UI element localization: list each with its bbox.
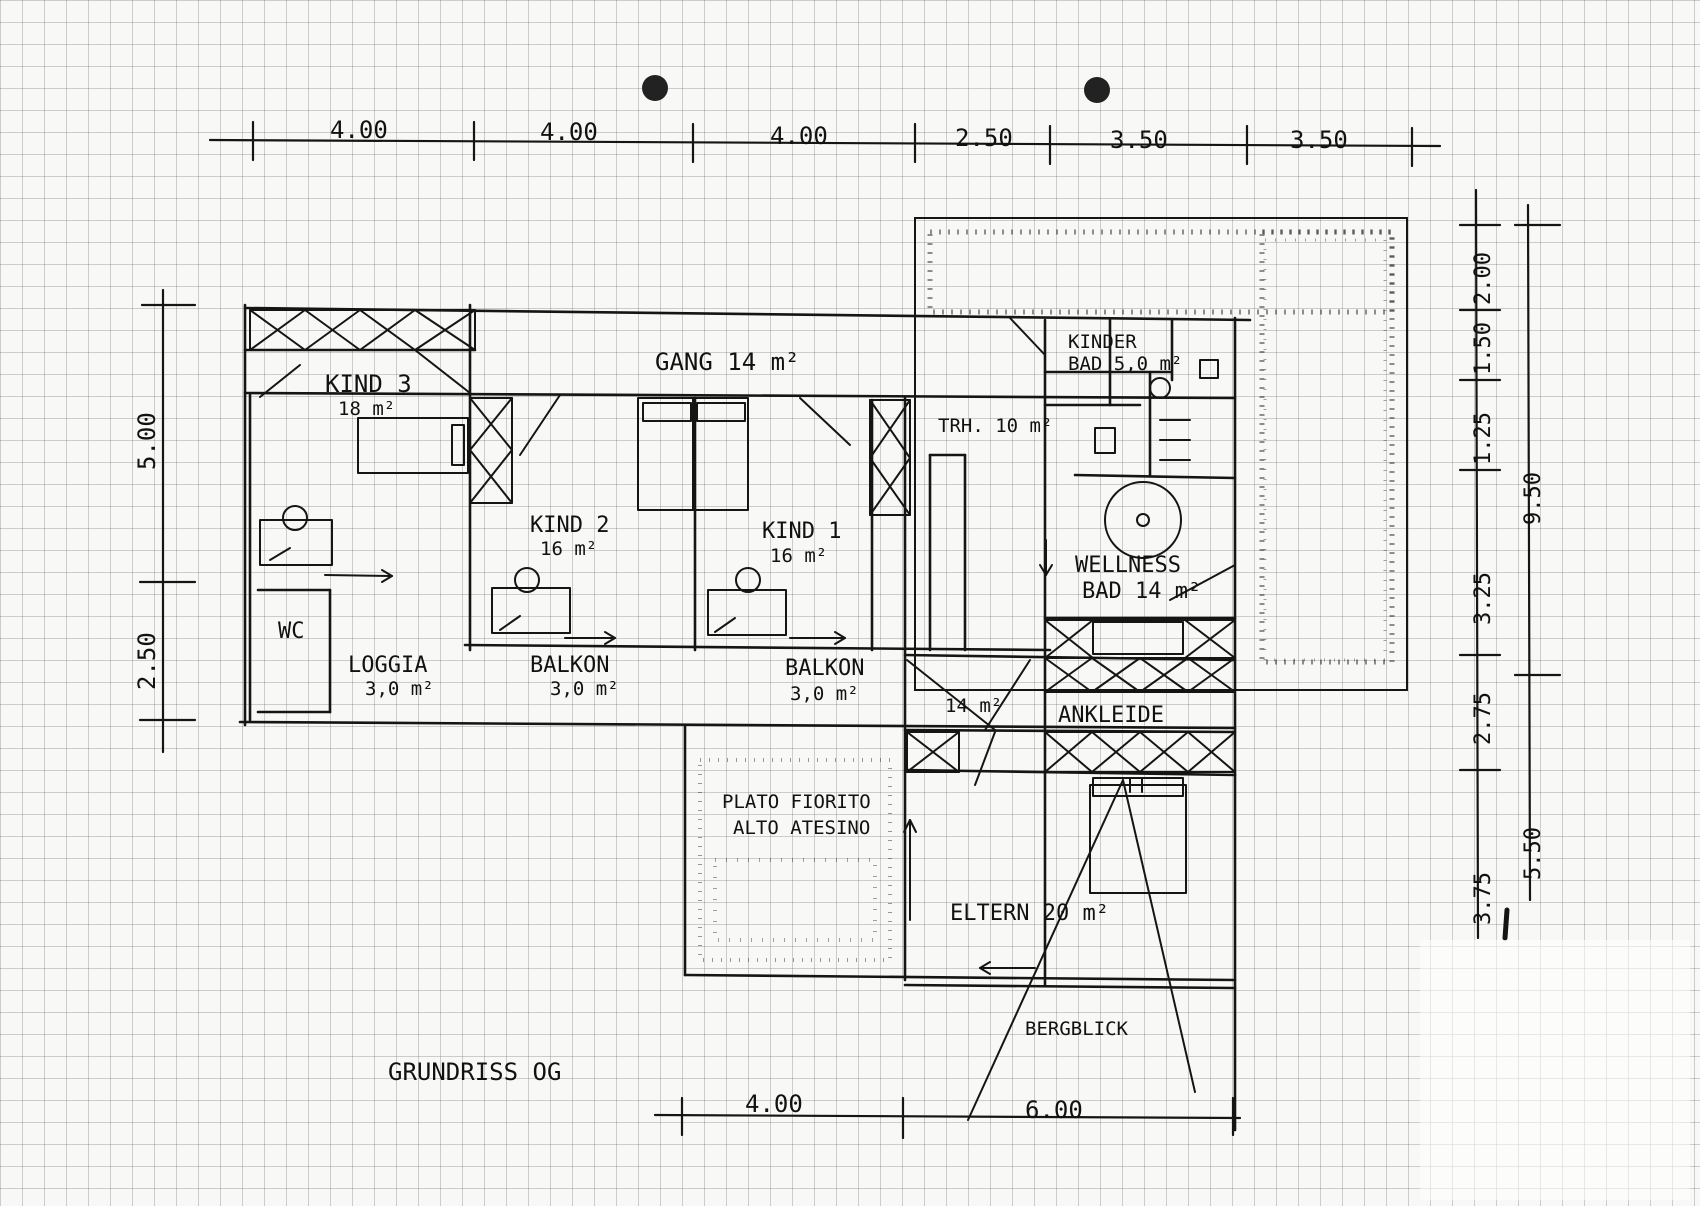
label-balkon2: BALKON	[785, 656, 864, 681]
paper-smudge	[1420, 940, 1690, 1200]
dim-right-3: 1.25	[1471, 412, 1496, 465]
furniture	[259, 359, 1219, 894]
label-kind1: KIND 1	[762, 519, 841, 544]
label-eltern: ELTERN 20 m²	[950, 901, 1109, 926]
label-gang: GANG 14 m²	[655, 348, 800, 376]
dim-right-6: 3.75	[1471, 872, 1496, 925]
dim-right-outer-2: 5.50	[1521, 827, 1546, 880]
label-loggia-area: 3,0 m²	[365, 678, 434, 700]
label-kind1-area: 16 m²	[770, 545, 827, 567]
punch-hole-right	[1084, 77, 1110, 103]
dim-right-1: 2.00	[1471, 252, 1496, 305]
dim-top-3: 4.00	[770, 122, 828, 150]
label-kind2: KIND 2	[530, 513, 609, 538]
label-balkon1: BALKON	[530, 653, 609, 678]
dim-top-1: 4.00	[330, 116, 388, 144]
window-bands	[249, 309, 1236, 786]
right-dimension-chain-outer	[1502, 203, 1562, 941]
left-dimension-chain	[138, 288, 197, 754]
label-loggia: LOGGIA	[348, 653, 427, 678]
dim-right-4: 3.25	[1471, 572, 1496, 625]
label-bergblick: BERGBLICK	[1025, 1018, 1129, 1040]
dim-top-5: 3.50	[1110, 126, 1168, 154]
dim-top-2: 4.00	[540, 118, 598, 146]
garden-dotted-area	[698, 758, 892, 962]
dim-right-2: 1.50	[1471, 322, 1496, 375]
roof-terrace	[914, 217, 1408, 691]
label-balkon1-area: 3,0 m²	[550, 678, 619, 700]
label-trh: TRH. 10 m²	[938, 415, 1052, 437]
label-plato: PLATO FIORITO	[722, 791, 871, 813]
label-flur14: 14 m²	[945, 695, 1002, 717]
bottom-dimension-chain	[653, 1096, 1242, 1140]
top-dimension-chain	[208, 120, 1442, 168]
plan-title: GRUNDRISS OG	[388, 1058, 561, 1086]
dim-left-2: 2.50	[133, 632, 161, 690]
label-wc: WC	[278, 619, 305, 644]
dim-top-4: 2.50	[955, 124, 1013, 152]
dim-right-5: 2.75	[1471, 692, 1496, 745]
punch-hole-left	[642, 75, 668, 101]
label-kind3: KIND 3	[325, 370, 412, 398]
label-ankleide: ANKLEIDE	[1058, 703, 1164, 728]
label-kinderbad-area: BAD 5,0 m²	[1068, 353, 1182, 375]
dim-left-1: 5.00	[133, 412, 161, 470]
label-wellness: WELLNESS	[1075, 553, 1181, 578]
label-kind2-area: 16 m²	[540, 538, 597, 560]
label-balkon2-area: 3,0 m²	[790, 683, 859, 705]
dim-bottom-2: 6.00	[1025, 1096, 1083, 1124]
dim-top-6: 3.50	[1290, 126, 1348, 154]
label-plato2: ALTO ATESINO	[733, 817, 870, 839]
annotation-arrows	[259, 317, 1236, 1121]
dim-bottom-1: 4.00	[745, 1090, 803, 1118]
dim-right-outer-1: 9.50	[1521, 472, 1546, 525]
right-dimension-chain-inner	[1458, 188, 1502, 940]
label-wellness-area: BAD 14 m²	[1082, 579, 1201, 604]
label-kind3-area: 18 m²	[338, 398, 395, 420]
label-kinderbad: KINDER	[1068, 331, 1137, 353]
